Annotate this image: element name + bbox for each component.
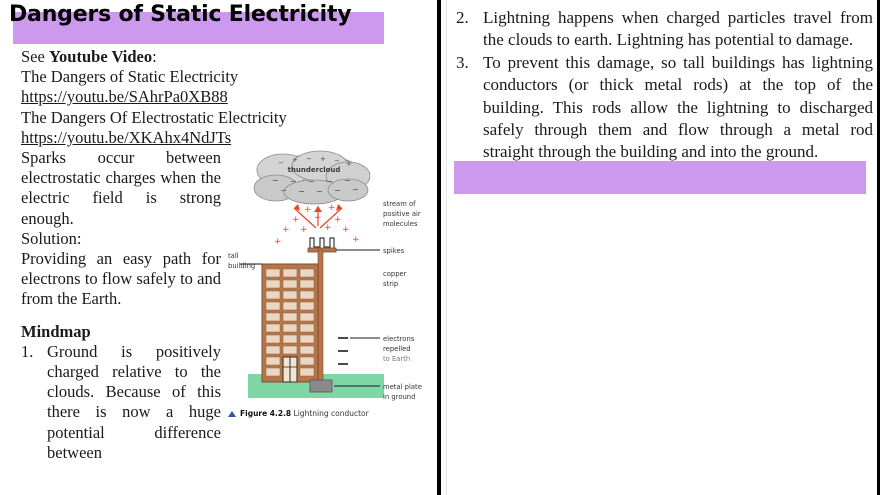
svg-text:+: +	[334, 215, 342, 225]
svg-text:−: −	[334, 157, 340, 165]
list-item-text: To prevent this damage, so tall building…	[483, 52, 873, 162]
see-colon: :	[152, 47, 157, 66]
svg-text:+: +	[314, 213, 322, 223]
electron-minus-marks	[338, 337, 348, 365]
label-stream-line1: stream of	[383, 200, 416, 208]
svg-text:−: −	[290, 177, 297, 186]
title-highlight-bar	[13, 12, 384, 44]
svg-text:+: +	[292, 156, 298, 164]
list-item-number: 2.	[456, 8, 469, 27]
video1-title: The Dangers of Static Electricity	[21, 67, 239, 87]
youtube-intro-block: See Youtube Video: The Dangers of Static…	[21, 47, 361, 148]
tall-building-icon	[261, 263, 319, 383]
sparks-paragraph: Sparks occur between electrostatic charg…	[21, 147, 221, 228]
left-body-text: See Youtube Video: The Dangers of Static…	[21, 47, 287, 463]
copper-strip	[317, 249, 324, 383]
positive-charge-signs: ++ +++ ++++ ++	[274, 203, 360, 247]
page-title: Dangers of Static Electricity	[9, 2, 352, 27]
list-item: 1. Ground is positively charged relative…	[21, 342, 221, 463]
svg-text:+: +	[300, 225, 308, 235]
svg-text:−: −	[278, 159, 284, 167]
right-highlight-bar	[454, 161, 866, 194]
figure-labels: stream of positive air molecules spikes …	[228, 200, 422, 401]
label-copper-line1: copper	[383, 270, 407, 278]
right-edge-rule	[877, 0, 880, 495]
label-electrons-line3: to Earth	[383, 355, 410, 363]
label-stream-line3: molecules	[383, 220, 418, 228]
label-copper-line2: strip	[383, 280, 398, 288]
thundercloud-icon: −+− +−+ thundercloud −−− −− −−− −−	[253, 150, 371, 205]
figure-caption-text: Lightning conductor	[291, 409, 369, 418]
right-column: 2. Lightning happens when charged partic…	[447, 0, 880, 495]
svg-text:+: +	[346, 160, 352, 168]
lightning-conductor-figure: −+− +−+ thundercloud −−− −− −−− −−	[228, 146, 434, 428]
label-building-line2: building	[228, 262, 255, 270]
list-item: 2. Lightning happens when charged partic…	[454, 7, 873, 52]
lightning-conductor-diagram: −+− +−+ thundercloud −−− −− −−− −−	[228, 150, 422, 401]
column-divider	[437, 0, 441, 495]
svg-text:−: −	[298, 187, 305, 196]
svg-text:+: +	[328, 203, 336, 213]
solution-paragraph: Providing an easy path for electrons to …	[21, 248, 221, 309]
list-item-text: Lightning happens when charged particles…	[483, 8, 873, 50]
mindmap-list: 1. Ground is positively charged relative…	[21, 342, 221, 463]
list-item: 3. To prevent this damage, so tall build…	[454, 52, 873, 164]
list-item-number: 3.	[456, 52, 469, 72]
video2-link[interactable]: https://youtu.be/XKAhx4NdJTs	[21, 127, 232, 147]
mindmap-heading: Mindmap	[21, 321, 91, 341]
cloud-label: thundercloud	[288, 166, 341, 174]
svg-text:−: −	[306, 155, 312, 163]
column-divider-secondary	[446, 0, 447, 495]
left-column: Dangers of Static Electricity See Youtub…	[0, 0, 437, 495]
video1-link[interactable]: https://youtu.be/SAhrPa0XB88	[21, 87, 228, 107]
label-spikes: spikes	[383, 247, 405, 255]
svg-text:+: +	[292, 215, 300, 225]
svg-text:−: −	[334, 186, 341, 195]
svg-text:+: +	[342, 225, 350, 235]
svg-text:+: +	[282, 225, 290, 235]
youtube-video-label: Youtube Video	[48, 47, 153, 66]
svg-text:+: +	[304, 205, 312, 215]
figure-number: Figure 4.2.8	[240, 409, 292, 418]
svg-text:+: +	[352, 235, 360, 245]
spacer	[21, 310, 221, 322]
svg-text:−: −	[326, 177, 333, 186]
leader-lines	[240, 249, 380, 387]
video2-title: The Dangers Of Electrostatic Electricity	[21, 107, 287, 127]
svg-text:+: +	[274, 237, 282, 247]
svg-text:−: −	[272, 176, 279, 185]
see-label: See	[21, 47, 49, 66]
svg-text:+: +	[320, 155, 326, 163]
svg-text:+: +	[324, 223, 332, 233]
label-electrons-line2: repelled	[383, 345, 411, 353]
label-stream-line2: positive air	[383, 210, 421, 218]
label-building-line1: tall	[228, 252, 239, 260]
solution-label: Solution:	[21, 228, 82, 248]
list-item-text: Ground is positively charged relative to…	[47, 341, 221, 462]
svg-text:−: −	[280, 186, 287, 195]
label-electrons-line1: electrons	[383, 335, 415, 343]
positive-stream-arrows	[293, 204, 343, 229]
svg-text:−: −	[344, 176, 351, 185]
right-numbered-list: 2. Lightning happens when charged partic…	[454, 7, 873, 164]
see-youtube-line: See Youtube Video:	[21, 47, 361, 67]
label-plate-line1: metal plate	[383, 383, 422, 391]
svg-text:−: −	[352, 185, 359, 194]
label-plate-line2: in ground	[383, 393, 415, 401]
svg-text:−: −	[316, 187, 323, 196]
metal-plate-icon	[309, 379, 333, 393]
list-item-number: 1.	[21, 341, 34, 361]
triangle-marker-icon	[228, 411, 236, 417]
svg-text:−: −	[308, 177, 315, 186]
figure-caption: Figure 4.2.8 Lightning conductor	[228, 409, 369, 418]
